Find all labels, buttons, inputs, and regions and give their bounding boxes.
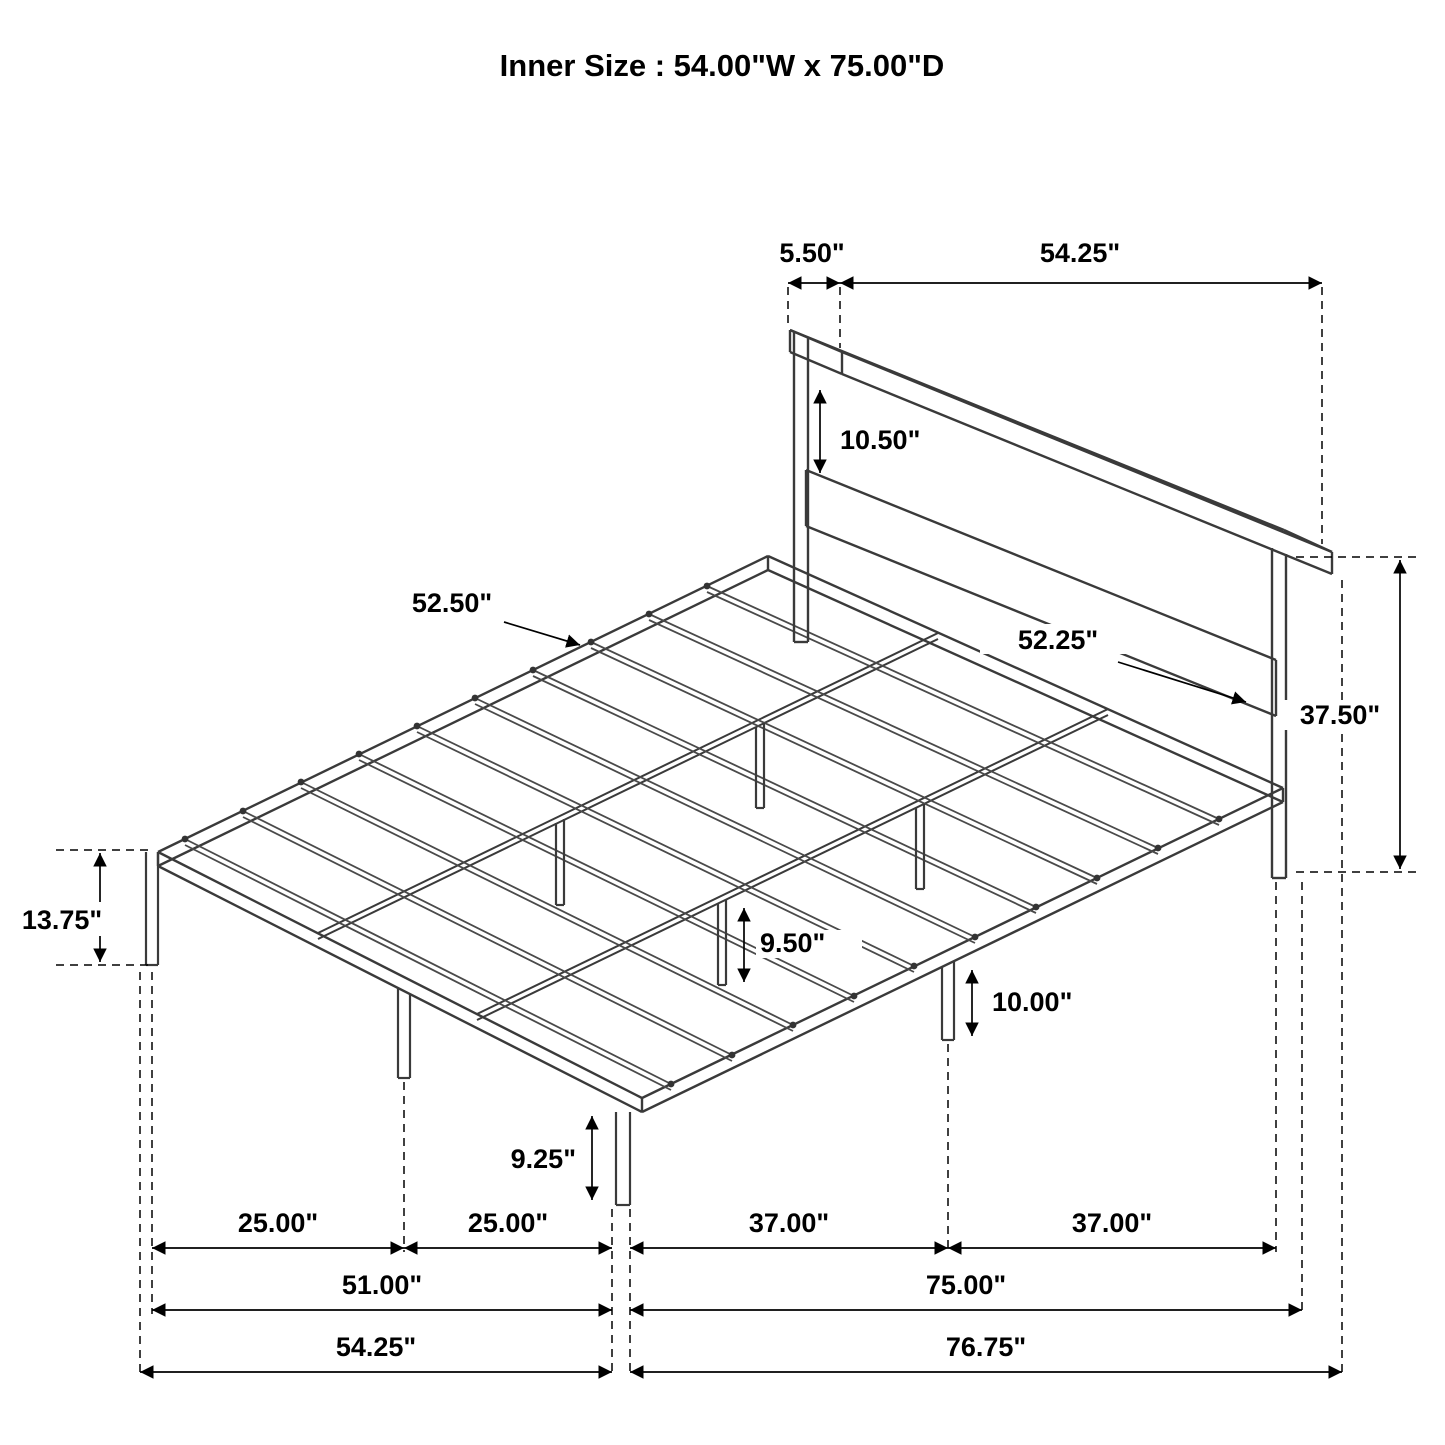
dim-slat-length: 52.50" bbox=[412, 588, 492, 618]
label-halo bbox=[980, 624, 1136, 654]
dim-headboard-height: 37.50" bbox=[1300, 700, 1380, 730]
dim-outer-width: 54.25" bbox=[336, 1332, 416, 1362]
dim-depth-span-a: 37.00" bbox=[749, 1208, 829, 1238]
dim-panel-length: 52.25" bbox=[1018, 625, 1098, 655]
dim-center-leg-height: 9.50" bbox=[760, 928, 825, 958]
dim-foot-span-b: 25.00" bbox=[468, 1208, 548, 1238]
legs bbox=[144, 723, 956, 1207]
dimension-annotations: 5.50" 54.25" 10.50" 52.50" 52.25" 37.50"… bbox=[6, 238, 1418, 1379]
headboard bbox=[788, 328, 1334, 880]
dim-side-leg-height: 10.00" bbox=[992, 987, 1072, 1017]
label-halo bbox=[6, 902, 120, 936]
dim-shelf-gap: 10.50" bbox=[840, 425, 920, 455]
dim-rail-height: 13.75" bbox=[22, 905, 102, 935]
dim-inner-depth: 75.00" bbox=[926, 1270, 1006, 1300]
dim-depth-span-b: 37.00" bbox=[1072, 1208, 1152, 1238]
label-halo bbox=[988, 988, 1110, 1016]
label-halo bbox=[756, 930, 862, 958]
dim-outer-depth: 76.75" bbox=[946, 1332, 1026, 1362]
label-halo bbox=[1284, 700, 1396, 730]
rail-fastener-dots bbox=[181, 582, 1223, 1088]
dim-foot-leg-height: 9.25" bbox=[511, 1144, 576, 1174]
slats bbox=[184, 585, 1220, 1091]
dim-headboard-width: 54.25" bbox=[1040, 238, 1120, 268]
center-support-rails bbox=[317, 632, 1109, 1021]
label-halo bbox=[836, 426, 954, 454]
platform-frame bbox=[156, 554, 1285, 1114]
diagram-title: Inner Size : 54.00"W x 75.00"D bbox=[500, 48, 945, 83]
dim-headboard-overhang: 5.50" bbox=[779, 238, 844, 268]
dim-inner-width: 51.00" bbox=[342, 1270, 422, 1300]
dim-foot-span-a: 25.00" bbox=[238, 1208, 318, 1238]
